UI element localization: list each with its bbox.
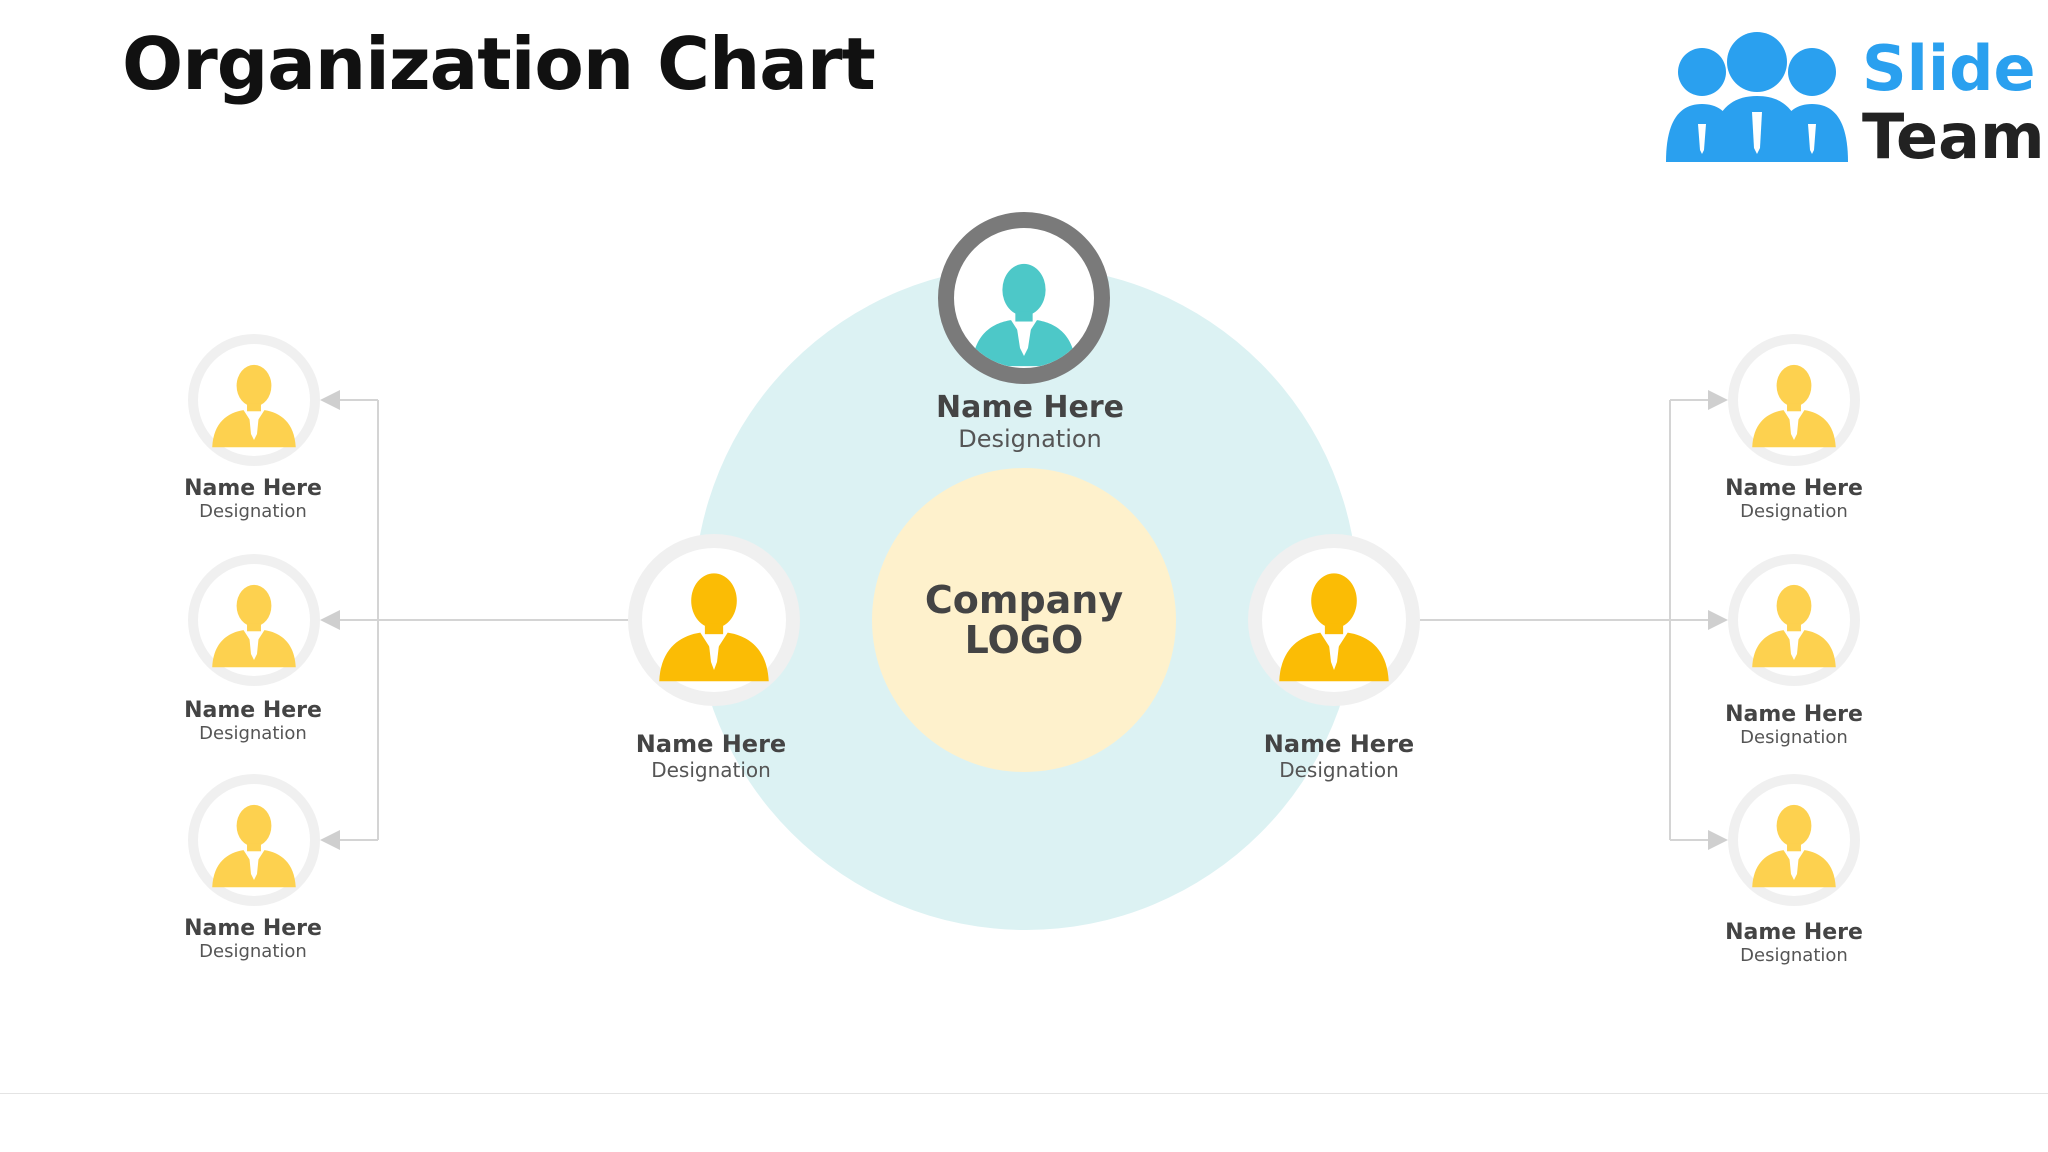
mid-right-member-label: Name Here Designation bbox=[1264, 730, 1414, 782]
left-member-avatar-2 bbox=[188, 554, 320, 686]
mid-right-avatar bbox=[1248, 534, 1420, 706]
top-member-avatar bbox=[938, 212, 1110, 384]
member-name: Name Here bbox=[1725, 476, 1863, 501]
member-designation: Designation bbox=[1740, 945, 1848, 966]
member-name: Name Here bbox=[184, 916, 322, 941]
member-designation: Designation bbox=[651, 758, 771, 782]
company-logo-text: Company LOGO bbox=[925, 580, 1123, 660]
member-name: Name Here bbox=[184, 476, 322, 501]
member-designation: Designation bbox=[1279, 758, 1399, 782]
right-member-label-3: Name Here Designation bbox=[1725, 920, 1863, 966]
member-designation: Designation bbox=[958, 425, 1102, 453]
member-designation: Designation bbox=[199, 941, 307, 962]
right-member-label-1: Name Here Designation bbox=[1725, 476, 1863, 522]
right-connectors bbox=[1420, 390, 1728, 850]
member-name: Name Here bbox=[936, 390, 1124, 425]
footer-divider bbox=[0, 1093, 2048, 1094]
right-member-avatar-2 bbox=[1728, 554, 1860, 686]
mid-left-member-label: Name Here Designation bbox=[636, 730, 786, 782]
left-member-avatar-1 bbox=[188, 334, 320, 466]
left-member-label-2: Name Here Designation bbox=[184, 698, 322, 744]
member-designation: Designation bbox=[199, 723, 307, 744]
left-connectors bbox=[320, 390, 628, 850]
member-designation: Designation bbox=[1740, 727, 1848, 748]
brand-word-team: Team bbox=[1862, 100, 2045, 173]
company-logo-line2: LOGO bbox=[964, 618, 1084, 662]
member-designation: Designation bbox=[1740, 501, 1848, 522]
company-logo-circle bbox=[872, 468, 1176, 772]
right-member-avatar-1 bbox=[1728, 334, 1860, 466]
member-name: Name Here bbox=[1725, 920, 1863, 945]
top-member-label: Name Here Designation bbox=[936, 390, 1124, 453]
slide-title: Organization Chart bbox=[122, 22, 876, 106]
right-member-label-2: Name Here Designation bbox=[1725, 702, 1863, 748]
people-group-icon bbox=[1666, 32, 1848, 162]
member-name: Name Here bbox=[184, 698, 322, 723]
brand-logo: Slide Team bbox=[1664, 28, 2045, 173]
member-designation: Designation bbox=[199, 501, 307, 522]
right-member-avatar-3 bbox=[1728, 774, 1860, 906]
member-name: Name Here bbox=[1263, 730, 1415, 758]
left-member-label-1: Name Here Designation bbox=[184, 476, 322, 522]
mid-left-avatar bbox=[628, 534, 800, 706]
brand-word-slide: Slide bbox=[1862, 32, 2036, 105]
left-member-avatar-3 bbox=[188, 774, 320, 906]
member-name: Name Here bbox=[1725, 702, 1863, 727]
left-member-label-3: Name Here Designation bbox=[184, 916, 322, 962]
company-logo-line1: Company bbox=[924, 578, 1124, 622]
member-name: Name Here bbox=[635, 730, 787, 758]
